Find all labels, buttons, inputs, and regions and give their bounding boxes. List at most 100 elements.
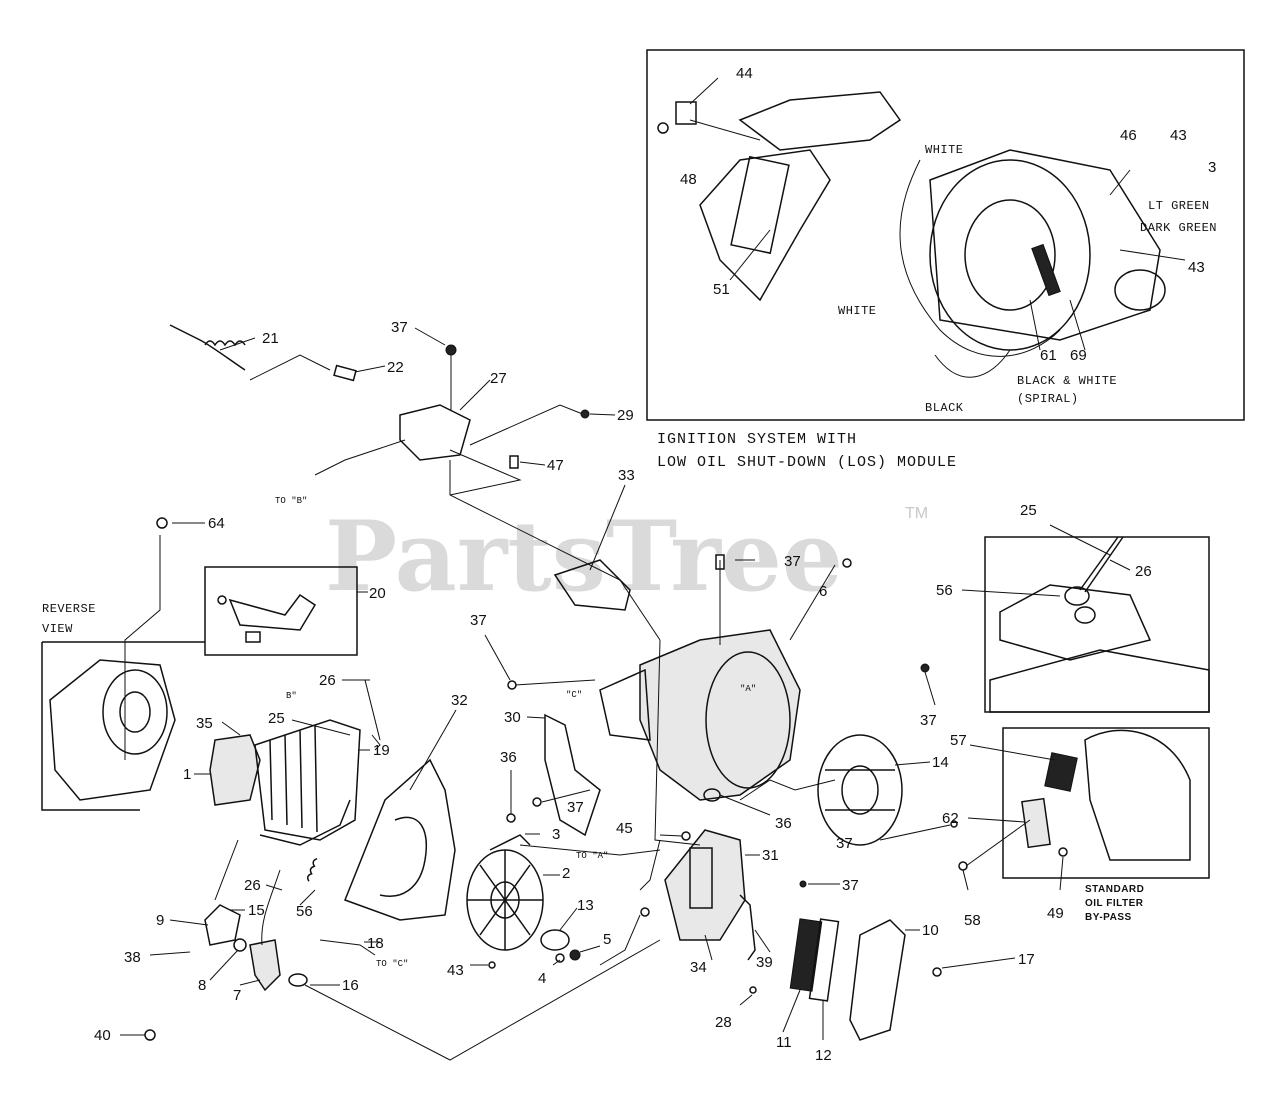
leader-29 [469, 404, 586, 446]
leader-37c-line [514, 679, 596, 686]
ref-c-mark: "C" [566, 690, 582, 700]
dipstick-bracket [999, 584, 1152, 661]
gasket-8 [233, 938, 247, 952]
leader-33 [589, 484, 626, 571]
callout-9: 9 [156, 912, 164, 929]
fitting-58 [958, 861, 968, 871]
ref-to-c: TO "C" [376, 959, 408, 969]
air-cleaner-grid [689, 847, 713, 909]
blower-housing-outline [929, 149, 1161, 341]
callout-62: 62 [942, 810, 959, 827]
dipstick-seal-56 [1064, 586, 1090, 606]
leader-crank-to-starter [739, 779, 836, 801]
callout-25: 25 [268, 710, 285, 727]
wire-label-black: BLACK [925, 401, 964, 415]
callout-1: 1 [183, 766, 191, 783]
callout-33: 33 [618, 467, 635, 484]
cylinder-head [254, 719, 361, 841]
reverse-flywheel-hub [119, 691, 151, 733]
leader-35 [221, 721, 241, 736]
callout-26-mid: 26 [244, 877, 261, 894]
callout-30: 30 [504, 709, 521, 726]
pin-36 [506, 813, 516, 823]
plug-64 [156, 517, 168, 529]
callout-38: 38 [124, 949, 141, 966]
dipstick-inset: 25 26 56 [936, 502, 1210, 713]
callout-61: 61 [1040, 347, 1057, 364]
wire-label-dark-green: DARK GREEN [1140, 221, 1217, 235]
wire-label-white-top: WHITE [925, 143, 964, 157]
detail-box-20: 20 [204, 566, 386, 656]
screw-49 [1058, 847, 1068, 857]
callout-20: 20 [369, 585, 386, 602]
detail-20-frame [204, 566, 358, 656]
callout-56-inset: 56 [936, 582, 953, 599]
leader-to-a [519, 844, 661, 856]
spring-21 [169, 324, 246, 371]
callout-35: 35 [196, 715, 213, 732]
oil-filter-label-1: STANDARD [1085, 884, 1144, 895]
leader-32 [409, 709, 457, 791]
pre-cleaner-12 [808, 918, 840, 1002]
callout-4: 4 [538, 970, 546, 987]
ignition-module-51 [730, 155, 790, 255]
bracket-30 [544, 713, 601, 837]
callout-3-inset: 3 [1208, 159, 1216, 176]
callout-40: 40 [94, 1027, 111, 1044]
leader-34 [704, 934, 713, 961]
flywheel-group: 3 TO "A" 2 13 5 4 43 [447, 826, 661, 987]
callout-43: 43 [447, 962, 464, 979]
flywheel-fins [467, 850, 543, 950]
bowl-15 [204, 904, 241, 946]
crankcase-assembly: 33 37 6 "A" "C" 37 37 [470, 467, 937, 801]
callout-11: 11 [776, 1034, 792, 1051]
leader-47b [519, 461, 546, 466]
reverse-flywheel [102, 669, 168, 755]
reverse-engine-outline [49, 659, 176, 801]
callout-22: 22 [387, 359, 404, 376]
oil-filter-label-3: BY-PASS [1085, 912, 1132, 923]
plug-6 [842, 558, 852, 568]
reverse-label-2: VIEW [42, 622, 73, 636]
starter-cup-14 [817, 734, 903, 846]
dipstick-block-base [989, 649, 1210, 713]
cylinder-carburetor-assembly: 26 35 25 19 1 B" [183, 672, 390, 846]
dipstick-tube-26 [1079, 536, 1119, 591]
leader-56b [961, 589, 1061, 597]
leader-7 [239, 979, 261, 986]
flywheel-housing [929, 159, 1091, 351]
leader-21-22 [249, 354, 331, 381]
callout-14: 14 [932, 754, 949, 771]
callout-37-right: 37 [920, 712, 937, 729]
cup-13 [540, 929, 570, 951]
callout-12: 12 [815, 1047, 832, 1064]
callout-58: 58 [964, 912, 981, 929]
dipstick-26 [364, 679, 381, 741]
callout-44: 44 [736, 65, 753, 82]
filter-element-11 [789, 918, 823, 992]
ignition-inset-frame [646, 49, 1245, 421]
screw-45 [681, 831, 691, 841]
wire-label-black-white: BLACK & WHITE [1017, 374, 1117, 388]
spring-56 [306, 858, 318, 882]
callout-32: 32 [451, 692, 468, 709]
washer-16 [288, 973, 308, 987]
callout-28: 28 [715, 1014, 732, 1031]
screw-20 [217, 595, 227, 605]
leader-44 [689, 77, 719, 105]
callout-26-top: 26 [319, 672, 336, 689]
callout-37-starter: 37 [836, 835, 853, 852]
leader-26c [1109, 559, 1131, 571]
dipstick-hole [1074, 606, 1096, 624]
callout-2: 2 [562, 865, 570, 882]
flywheel-inner [964, 199, 1056, 311]
callout-36-right: 36 [775, 815, 792, 832]
connector-44-wire [689, 119, 761, 141]
nut-37-top [445, 344, 457, 356]
carburetor-1 [209, 734, 261, 806]
callout-37-b30: 37 [567, 799, 584, 816]
baffle-33 [553, 559, 631, 611]
callout-43-right: 43 [1188, 259, 1205, 276]
callout-19: 19 [373, 742, 390, 759]
bracket-30-group: 30 37 36 36 [500, 709, 792, 837]
